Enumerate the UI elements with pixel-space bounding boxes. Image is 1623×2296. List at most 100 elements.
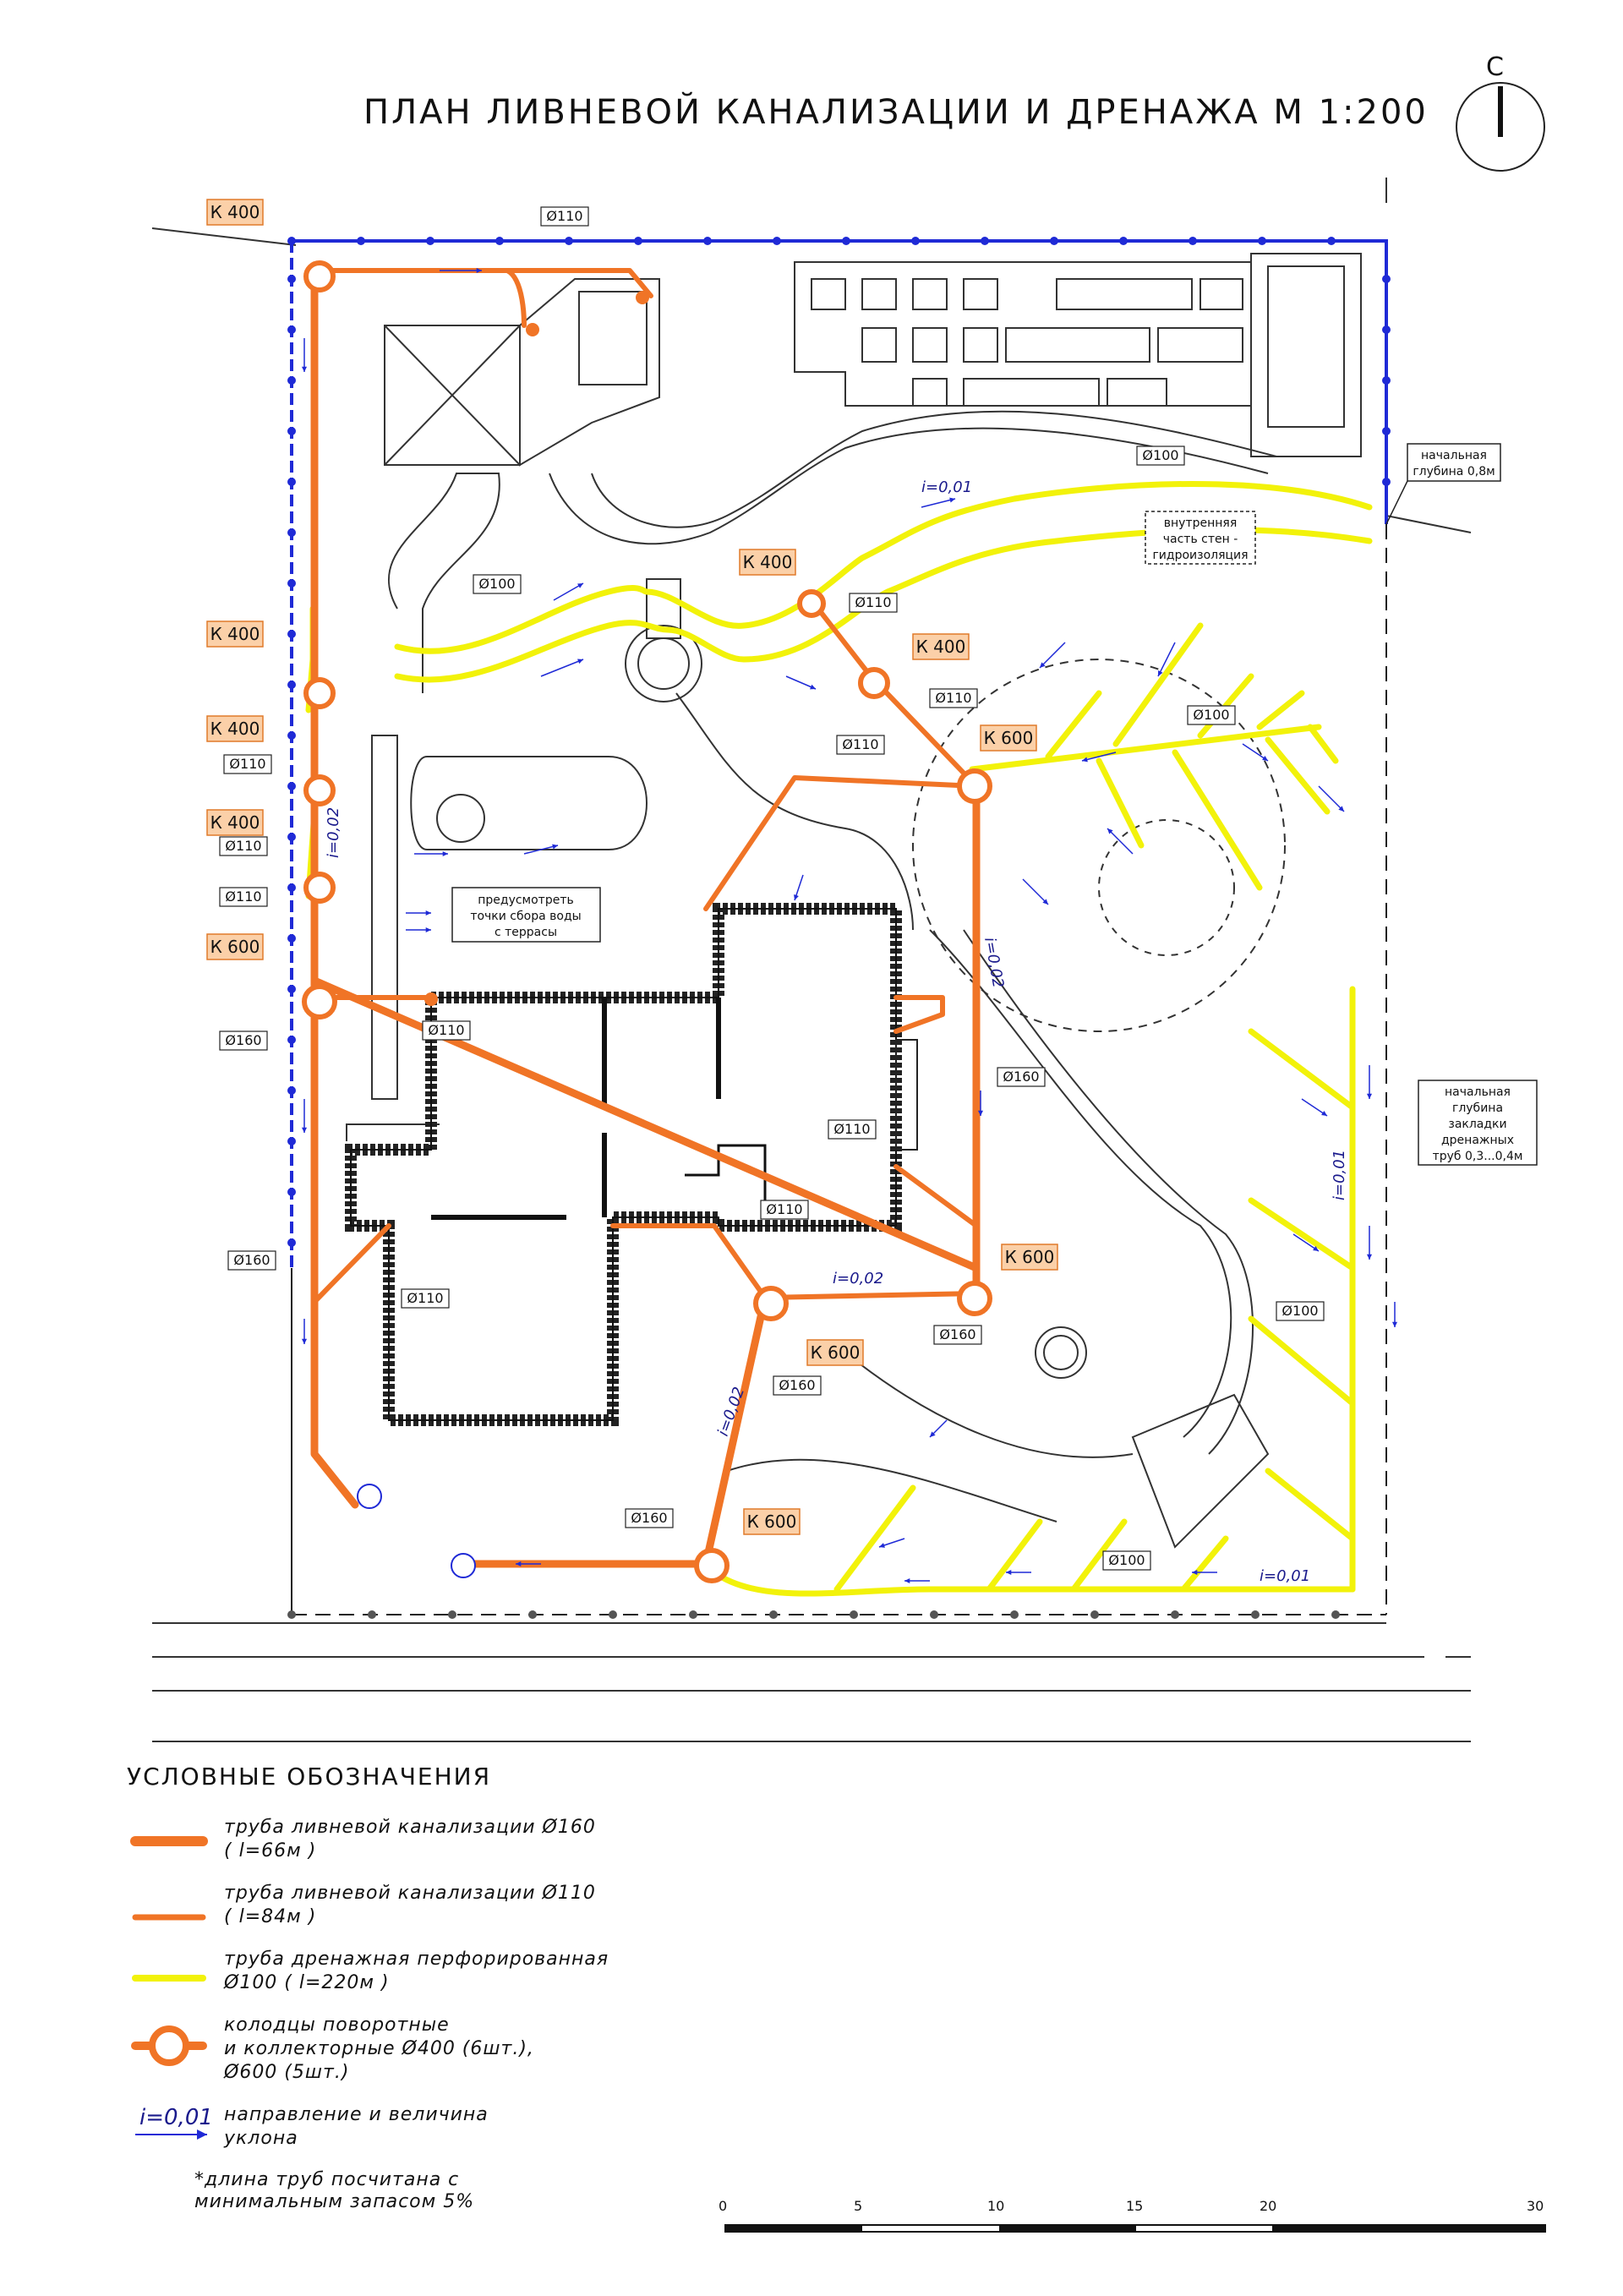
legend-pipe110-line1: труба ливневой канализации Ø110	[224, 1883, 596, 1904]
boundary-post-right	[1382, 478, 1391, 486]
pipe-label-box-15	[933, 1325, 982, 1345]
boundary-post-left	[287, 1188, 296, 1196]
pipe-label-box-13	[760, 1200, 809, 1220]
drain-segment-3	[394, 527, 1373, 683]
outlet-0	[357, 1484, 382, 1509]
pipe-label-box-17	[773, 1375, 822, 1396]
pipe-label-9: Ø110	[428, 1022, 464, 1038]
slope-arrow-icon-23	[1391, 1302, 1398, 1327]
slope-arrow-icon-13	[406, 910, 431, 916]
legend-item-slope: направление и величина уклона	[224, 2103, 888, 2151]
scale-tick-0: 0	[719, 2198, 728, 2214]
note-waterproof-line2: часть стен -	[1163, 533, 1238, 546]
scale-tick-10: 10	[987, 2198, 1005, 2214]
pipe-label-18: Ø100	[1281, 1303, 1318, 1319]
boundary-post-top	[911, 237, 920, 245]
outbuildings	[384, 278, 660, 467]
boundary-post-top	[1119, 237, 1128, 245]
boundary-post-top	[773, 237, 781, 245]
manhole-10	[694, 1548, 730, 1583]
pipe-label-box-3	[849, 593, 898, 613]
scale-tick-5: 5	[854, 2198, 863, 2214]
boundary-post-top	[1327, 237, 1336, 245]
note-depth-right-line1: начальная	[1445, 1085, 1511, 1099]
boundary-post-left	[287, 1238, 296, 1247]
boundary-post-top	[565, 237, 573, 245]
legend-item-pipe110: труба ливневой канализации Ø110 ( l=84м …	[224, 1882, 888, 1929]
drain-segment-6	[1112, 622, 1204, 747]
well-tag-9: К 600	[811, 1342, 861, 1363]
legend-pipe160-line2: ( l=66м )	[224, 1840, 317, 1861]
note-depth-right-line5: труб 0,3...0,4м	[1433, 1150, 1523, 1163]
pipe-label-box-7	[223, 754, 272, 774]
note-terrace-line2: точки сбора воды	[470, 910, 581, 923]
legend-footnote-line1: *длина труб посчитана с	[194, 2169, 460, 2190]
pipe-d110-7	[893, 995, 945, 1034]
pipe-label-box-4	[929, 688, 978, 708]
slope-arrow-icon-1	[301, 338, 308, 372]
legend-drain-line2: Ø100 ( l=220м )	[224, 1972, 390, 1993]
well-tag-box-3	[206, 620, 264, 648]
slope-arrow-icon-27	[1192, 1569, 1217, 1576]
note-waterproof-line1: внутренняя	[1164, 517, 1238, 530]
pipe-d160-0	[310, 266, 359, 1509]
pipe-label-8: Ø110	[225, 888, 261, 905]
pipe-d110-8	[893, 1164, 979, 1228]
manhole-6	[957, 768, 992, 804]
well-tag-6: К 600	[984, 728, 1034, 748]
drain-segment-16	[1248, 1315, 1356, 1407]
storm-sewer-pipes	[310, 266, 981, 1568]
note-depth-top: начальная глубина 0,8м	[1385, 443, 1501, 525]
pipe-label-13: Ø110	[766, 1201, 802, 1217]
slope-arrow-icon-14	[406, 927, 431, 933]
drain-segment-9	[1096, 757, 1145, 849]
slope-arrow-icon-25	[904, 1577, 930, 1584]
fence-post-bottom	[287, 1610, 296, 1619]
street-lines	[151, 178, 1472, 1742]
well-tag-box-7	[206, 933, 264, 960]
legend-well-line3: Ø600 (5шт.)	[224, 2062, 350, 2083]
legend-drain-line1: труба дренажная перфорированная	[224, 1949, 609, 1970]
slope-arrow-icon-5	[921, 497, 956, 508]
drain-segment-19	[833, 1484, 916, 1593]
boundary-post-right	[1382, 376, 1391, 385]
drain-segment-11	[1265, 736, 1331, 815]
boundary-post-top	[495, 237, 504, 245]
slope-arrow-icon-3	[540, 659, 584, 677]
well-tag-8: К 600	[1005, 1247, 1055, 1267]
fence-post-bottom	[1331, 1610, 1340, 1619]
boundary-post-left	[287, 427, 296, 435]
legend: УСЛОВНЫЕ ОБОЗНАЧЕНИЯ труба ливневой кана…	[127, 1763, 888, 2213]
pipe-label-0: Ø110	[546, 208, 582, 224]
fence-post-bottom	[1090, 1610, 1099, 1619]
fence-post-bottom	[1171, 1610, 1179, 1619]
well-tag-0: К 400	[210, 202, 260, 222]
parking-block	[794, 253, 1362, 457]
drain-segment-8	[1256, 690, 1305, 730]
legend-slope-symbol: i=0,01	[139, 2105, 213, 2130]
legend-slope-line2: уклона	[224, 2128, 298, 2149]
pipe-label-19: Ø160	[631, 1510, 667, 1526]
pipe-d110-9	[762, 1291, 979, 1300]
manhole-4	[303, 774, 336, 806]
boundary-post-right	[1382, 427, 1391, 435]
slope-arrow-icon-2	[553, 582, 584, 601]
well-tag-box-5	[206, 809, 264, 836]
slope-arrow-icon-29	[301, 1099, 308, 1133]
slope-arrow-icon-12	[1318, 785, 1345, 812]
drain-segment-20	[986, 1518, 1043, 1593]
slope-arrow-icon-10	[1022, 878, 1049, 905]
boundary-post-left	[287, 275, 296, 283]
pipe-label-5: Ø100	[1193, 707, 1229, 723]
slope-arrow-icon-0	[440, 267, 482, 274]
boundary-post-right	[1382, 275, 1391, 283]
well-tag-1: К 400	[743, 552, 793, 572]
slope-arrow-icon-30	[301, 1319, 308, 1344]
note-depth-right-line2: глубина	[1452, 1102, 1503, 1115]
well-tag-2: К 400	[916, 637, 966, 657]
drain-segment-5	[1045, 690, 1102, 760]
manhole-3	[303, 677, 336, 709]
pipe-label-15: Ø160	[939, 1326, 975, 1342]
pipe-label-box-20	[1102, 1550, 1151, 1571]
